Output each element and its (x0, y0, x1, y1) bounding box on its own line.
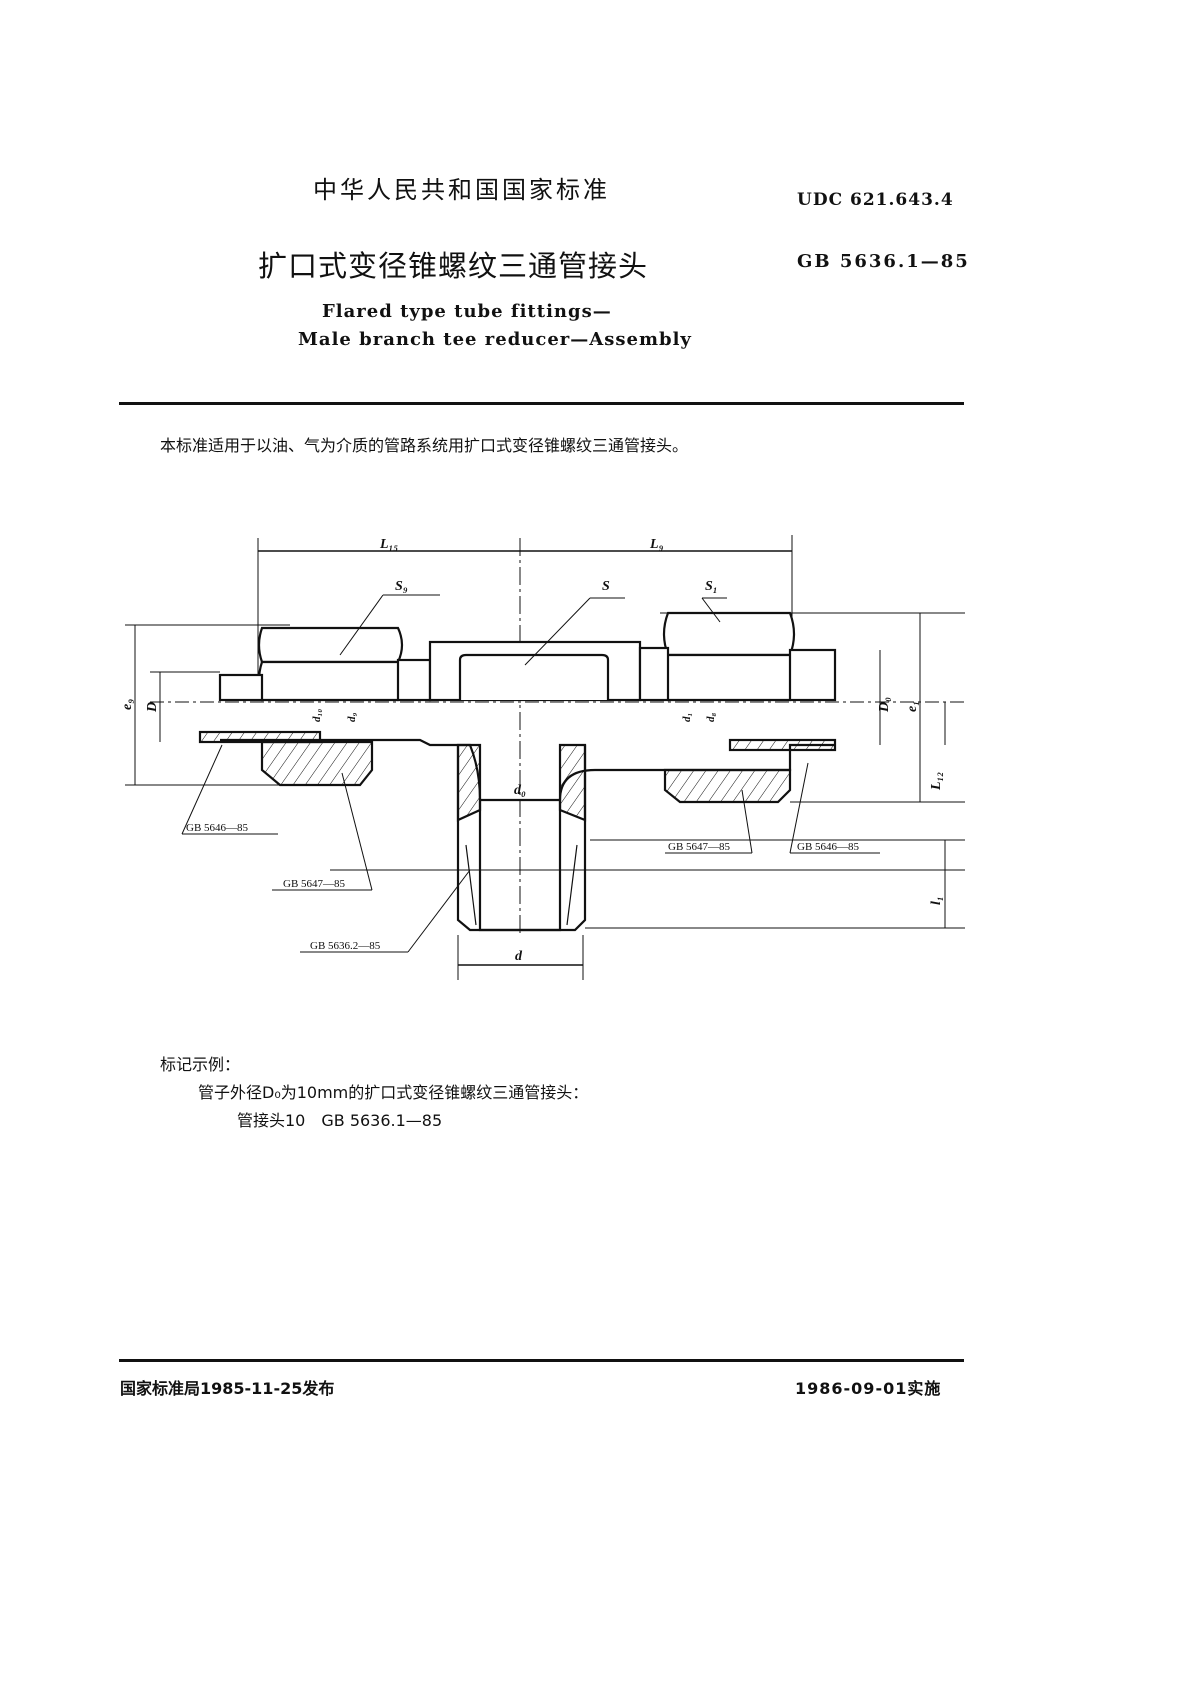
document-title-en-line1: Flared type tube fittings— (322, 301, 612, 322)
dim-d: d (515, 949, 523, 964)
scope-statement: 本标准适用于以油、气为介质的管路系统用扩口式变径锥螺纹三通管接头。 (160, 436, 689, 455)
dim-d8: d₈ (705, 713, 717, 723)
header-divider (119, 402, 964, 405)
footer-divider (119, 1359, 964, 1362)
standard-number: GB 5636.1—85 (797, 251, 970, 272)
udc-code: UDC 621.643.4 (797, 190, 954, 210)
marking-example-code: 管接头10 GB 5636.1—85 (237, 1111, 443, 1130)
dim-S9: S₉ (395, 579, 408, 594)
dim-d0: d₀ (514, 783, 526, 798)
dim-S1: S₁ (705, 579, 718, 594)
effective-date: 1986-09-01实施 (795, 1379, 942, 1398)
document-title-cn: 扩口式变径锥螺纹三通管接头 (258, 249, 649, 283)
dim-L15: L₁₅ (379, 537, 398, 552)
dim-e9: e₉ (120, 699, 135, 710)
dim-d1: d₁ (681, 713, 693, 722)
dim-d10: d₁₀ (311, 709, 323, 722)
marking-example-description: 管子外径D₀为10mm的扩口式变径锥螺纹三通管接头： (198, 1083, 589, 1102)
national-standard-heading: 中华人民共和国国家标准 (313, 176, 610, 204)
document-title-en-line2: Male branch tee reducer—Assembly (298, 329, 692, 350)
issue-date: 国家标准局1985-11-25发布 (120, 1379, 335, 1398)
dim-L9: L₉ (649, 537, 664, 552)
ref-right-gb5646: GB 5646—85 (797, 841, 860, 853)
dim-d9: d₉ (346, 713, 358, 723)
ref-left-gb5647: GB 5647—85 (283, 878, 346, 890)
dim-D: D (145, 702, 160, 713)
ref-right-gb5647: GB 5647—85 (668, 841, 731, 853)
dim-D0: D₀ (877, 697, 892, 713)
ref-stem-gb5636-2: GB 5636.2—85 (310, 940, 381, 952)
dim-S: S (602, 579, 610, 594)
left-nut-upper (257, 626, 404, 664)
dim-e1: e₁ (905, 701, 920, 712)
dim-l1: l₁ (929, 896, 944, 905)
dim-L12: L₁₂ (929, 772, 944, 791)
marking-example-heading: 标记示例： (160, 1055, 241, 1074)
ref-left-gb5646: GB 5646—85 (186, 822, 249, 834)
